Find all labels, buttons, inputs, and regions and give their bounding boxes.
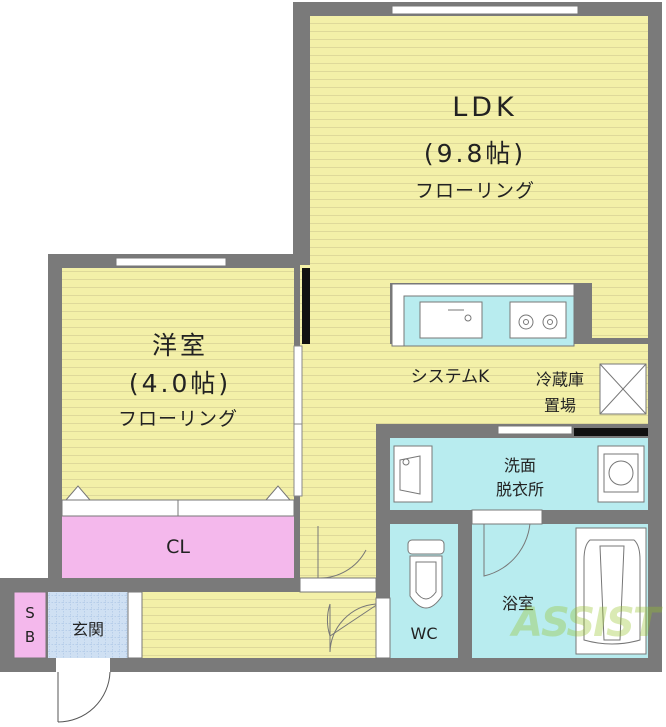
ldk-floor-type: フローリング [414, 180, 535, 202]
toilet-bowl [409, 555, 443, 609]
closet-door-mark-right [264, 485, 292, 501]
burner-left-icon [518, 314, 534, 330]
window-western [115, 257, 227, 267]
kitchen-sink [419, 301, 483, 339]
hallway-floor [142, 592, 376, 658]
washroom-label-line1: 洗面 [503, 456, 536, 475]
window-ldk [391, 5, 579, 15]
western-floor-type: フローリング [117, 408, 238, 430]
wall-segment-dark-2 [574, 428, 648, 436]
toilet-tank [407, 539, 445, 555]
shoe-box [13, 591, 47, 659]
wall-segment-dark [302, 268, 310, 344]
wall-wc-bath [458, 524, 472, 672]
kitchen-stove [509, 301, 567, 339]
watermark-logo: ASSIST [512, 600, 660, 646]
fridge-label-line2: 置場 [543, 396, 576, 415]
entrance-door-swing [57, 671, 111, 723]
bathtub [575, 527, 647, 655]
entrance-door-opening [56, 658, 110, 672]
shoe-box-label-b: B [24, 628, 36, 646]
burner-right-icon [542, 314, 558, 330]
entrance-floor [48, 592, 128, 658]
ldk-door-swing [317, 526, 367, 579]
closet-area [62, 516, 294, 578]
western-room-floor [62, 268, 294, 500]
kitchen-label: システムK [410, 367, 490, 387]
ldk-room-size: (9.8帖) [423, 139, 527, 168]
ldk-room-name: LDK [452, 92, 518, 123]
entrance-label: 玄関 [71, 620, 104, 639]
wall-opening [497, 425, 573, 435]
closet-label: CL [166, 536, 190, 558]
toilet-label: WC [410, 624, 438, 643]
shoe-box-label-s: S [25, 604, 35, 622]
washing-machine-space [597, 445, 645, 503]
washroom-label-line2: 脱衣所 [495, 480, 544, 499]
fridge-label-line1: 冷蔵庫 [535, 370, 584, 389]
closet-door-mark-left [64, 485, 92, 501]
ldk-floor [300, 16, 648, 578]
sliding-door-western [293, 345, 303, 497]
western-room-name: 洋室 [151, 331, 208, 360]
bathroom-label: 浴室 [501, 594, 534, 613]
western-room-size: (4.0帖) [128, 369, 232, 398]
